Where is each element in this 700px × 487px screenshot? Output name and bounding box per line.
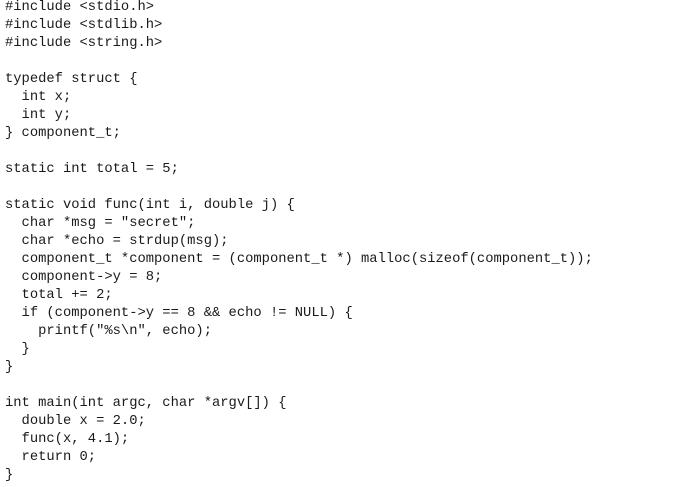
code-line: printf("%s\n", echo);	[5, 324, 212, 339]
code-line: }	[5, 468, 14, 483]
code-line: char *msg = "secret";	[5, 216, 196, 231]
code-line: #include <string.h>	[5, 36, 163, 51]
code-line	[5, 143, 593, 161]
code-line: int y;	[5, 108, 72, 123]
code-line: component->y = 8;	[5, 270, 163, 285]
code-line: total += 2;	[5, 288, 113, 303]
code-line	[5, 377, 593, 395]
code-line: double x = 2.0;	[5, 414, 146, 429]
code-line: } component_t;	[5, 126, 121, 141]
code-line: int x;	[5, 90, 72, 105]
code-line: }	[5, 342, 30, 357]
code-line: if (component->y == 8 && echo != NULL) {	[5, 306, 353, 321]
code-line	[5, 53, 593, 71]
code-line: static void func(int i, double j) {	[5, 198, 295, 213]
code-line: func(x, 4.1);	[5, 432, 130, 447]
code-line: int main(int argc, char *argv[]) {	[5, 396, 287, 411]
code-line: #include <stdlib.h>	[5, 18, 163, 33]
code-line: #include <stdio.h>	[5, 0, 155, 15]
code-line: return 0;	[5, 450, 97, 465]
code-listing: #include <stdio.h> #include <stdlib.h> #…	[5, 0, 593, 485]
code-line: component_t *component = (component_t *)…	[5, 252, 593, 267]
code-line: }	[5, 360, 14, 375]
code-line: static int total = 5;	[5, 162, 179, 177]
code-line: char *echo = strdup(msg);	[5, 234, 229, 249]
code-line: typedef struct {	[5, 72, 138, 87]
code-line	[5, 179, 593, 197]
